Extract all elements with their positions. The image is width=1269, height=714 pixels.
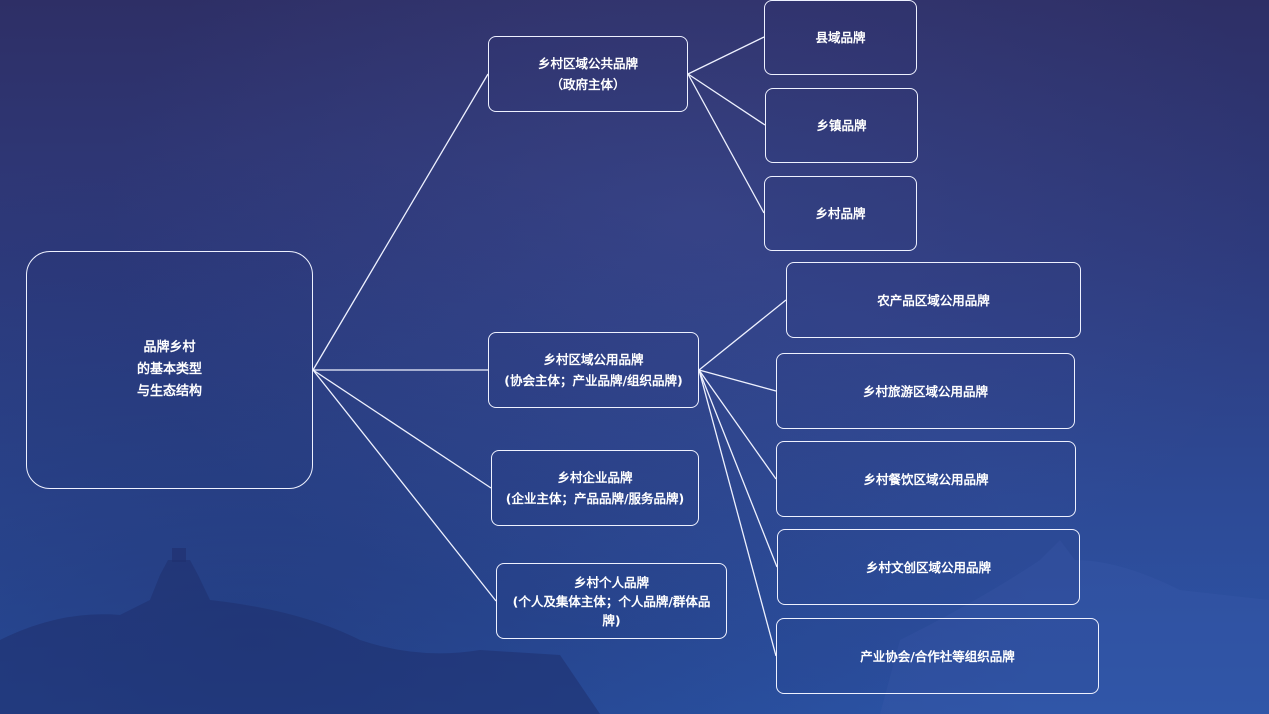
category-personal-brand: 乡村个人品牌 (个人及集体主体；个人品牌/群体品 牌)	[496, 563, 727, 639]
category-title: 乡村个人品牌	[573, 574, 649, 590]
child-label: 县域品牌	[815, 30, 866, 45]
category-subtitle: (企业主体；产品品牌/服务品牌)	[505, 491, 685, 506]
category-shared-brand: 乡村区域公用品牌 (协会主体；产业品牌/组织品牌)	[488, 332, 699, 408]
child-label: 乡村旅游区域公用品牌	[862, 383, 988, 399]
child-label: 乡村文创区域公用品牌	[865, 559, 991, 575]
child-label: 乡镇品牌	[816, 118, 867, 133]
child-cultural-creative-brand: 乡村文创区域公用品牌	[777, 529, 1080, 605]
child-agri-product-brand: 农产品区域公用品牌	[786, 262, 1081, 338]
root-line-2: 的基本类型	[136, 362, 202, 377]
child-catering-brand: 乡村餐饮区域公用品牌	[776, 441, 1076, 517]
category-title: 乡村区域公共品牌	[537, 56, 638, 71]
root-line-3: 与生态结构	[136, 384, 202, 399]
category-enterprise-brand: 乡村企业品牌 (企业主体；产品品牌/服务品牌)	[491, 450, 699, 526]
category-public-brand: 乡村区域公共品牌 （政府主体）	[488, 36, 688, 112]
child-county-brand: 县域品牌	[764, 0, 917, 75]
category-subtitle: (个人及集体主体；个人品牌/群体品	[512, 593, 711, 609]
child-label: 产业协会/合作社等组织品牌	[860, 648, 1015, 664]
category-subtitle: (协会主体；产业品牌/组织品牌)	[504, 373, 683, 388]
category-title: 乡村区域公用品牌	[543, 352, 644, 367]
child-village-brand: 乡村品牌	[764, 176, 917, 251]
category-title: 乡村企业品牌	[557, 470, 633, 485]
child-label: 乡村餐饮区域公用品牌	[863, 471, 989, 487]
child-label: 乡村品牌	[815, 206, 866, 221]
child-township-brand: 乡镇品牌	[765, 88, 918, 163]
child-association-brand: 产业协会/合作社等组织品牌	[776, 618, 1099, 694]
child-tourism-brand: 乡村旅游区域公用品牌	[776, 353, 1075, 429]
root-line-1: 品牌乡村	[143, 340, 196, 355]
child-label: 农产品区域公用品牌	[877, 292, 990, 308]
category-subtitle: （政府主体）	[550, 77, 626, 92]
category-subtitle-wrap: 牌)	[602, 612, 621, 628]
root-node: 品牌乡村 的基本类型 与生态结构	[26, 251, 313, 489]
